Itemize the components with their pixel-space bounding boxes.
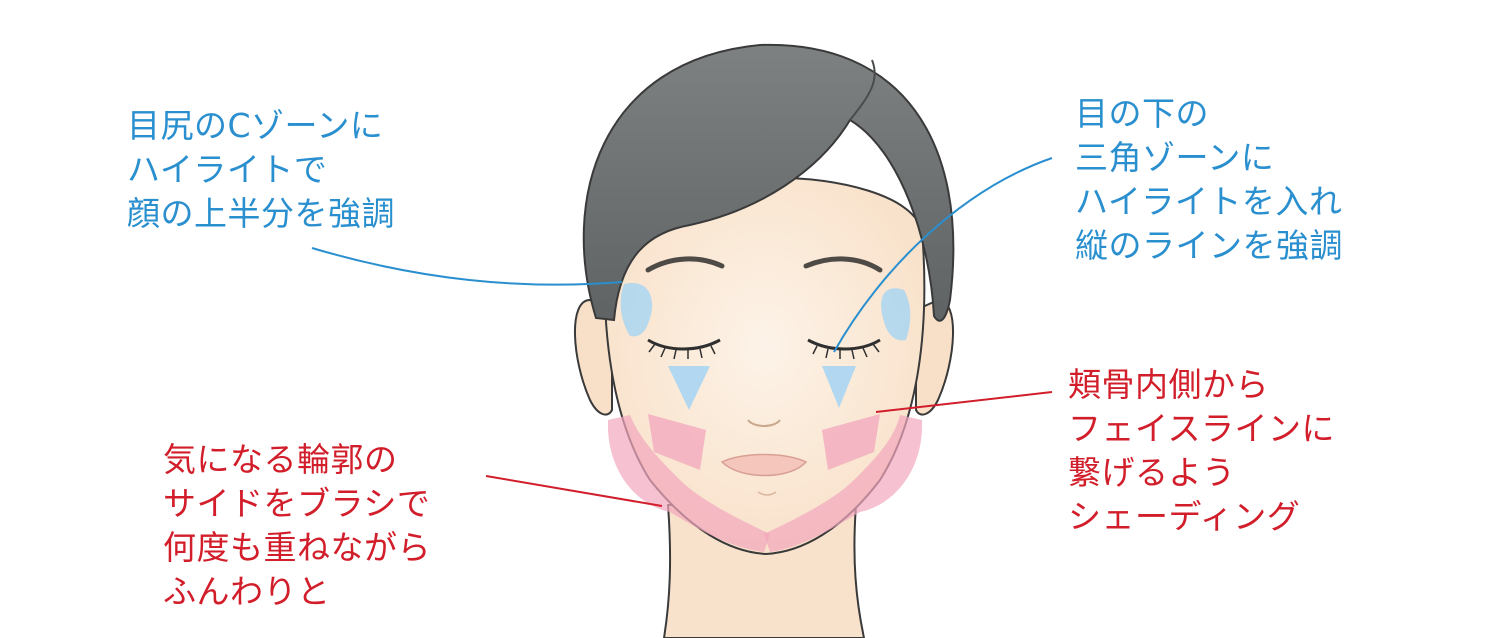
c-zone-highlight-left [620, 282, 653, 337]
c-zone-highlight-right [881, 288, 911, 341]
nose [747, 419, 781, 427]
annotation-under-eye-triangle: 目の下の 三角ゾーンに ハイライトを入れ 縦のラインを強調 [1075, 92, 1343, 268]
leader-cheek [875, 391, 1053, 413]
hair-part [849, 59, 876, 121]
cheekbone-zone-left [648, 414, 706, 470]
left-eye [647, 338, 721, 351]
annotation-line: 目の下の [1075, 94, 1209, 133]
annotation-line: 目尻のCゾーンに [127, 106, 384, 145]
annotation-line: 縦のラインを強調 [1075, 226, 1343, 265]
annotation-line: 頬骨内側から [1068, 365, 1269, 404]
annotation-eye-c-zone: 目尻のCゾーンに ハイライトで 顔の上半分を強調 [127, 104, 395, 236]
leader-contour [485, 475, 663, 507]
triangle-highlight-right [822, 366, 856, 408]
right-ear [915, 298, 954, 416]
right-eye [807, 338, 881, 351]
annotation-line: 何度も重ねながら [163, 528, 431, 567]
annotation-line: ふんわりと [163, 572, 331, 611]
annotation-line: シェーディング [1068, 497, 1301, 536]
annotation-line: ハイライトを入れ [1075, 182, 1343, 221]
leader-eye-c [311, 247, 623, 286]
left-ear [574, 298, 613, 416]
leader-under-eye [833, 157, 1053, 353]
chin-mark [757, 491, 777, 496]
annotation-contour-sides: 気になる輪郭の サイドをブラシで 何度も重ねながら ふんわりと [163, 438, 431, 614]
right-eyebrow [803, 256, 883, 273]
hair [582, 43, 955, 322]
left-eyebrow [645, 256, 725, 273]
right-eyelashes [812, 343, 880, 360]
annotation-line: ハイライトで [127, 150, 328, 189]
annotation-line: フェイスラインに [1068, 409, 1336, 448]
left-eyelashes [648, 343, 716, 360]
annotation-line: 繋げるよう [1068, 453, 1236, 492]
annotation-cheekbone-shading: 頬骨内側から フェイスラインに 繋げるよう シェーディング [1068, 363, 1335, 539]
annotation-line: サイドをブラシで [163, 484, 431, 523]
contour-zone-right [764, 415, 923, 552]
cheekbone-zone-right [822, 414, 880, 470]
contour-zone-left [607, 415, 770, 552]
annotation-line: 気になる輪郭の [163, 440, 398, 479]
annotation-line: 顔の上半分を強調 [127, 194, 395, 233]
lips [720, 453, 808, 477]
triangle-highlight-left [668, 366, 710, 410]
annotation-line: 三角ゾーンに [1075, 138, 1275, 177]
